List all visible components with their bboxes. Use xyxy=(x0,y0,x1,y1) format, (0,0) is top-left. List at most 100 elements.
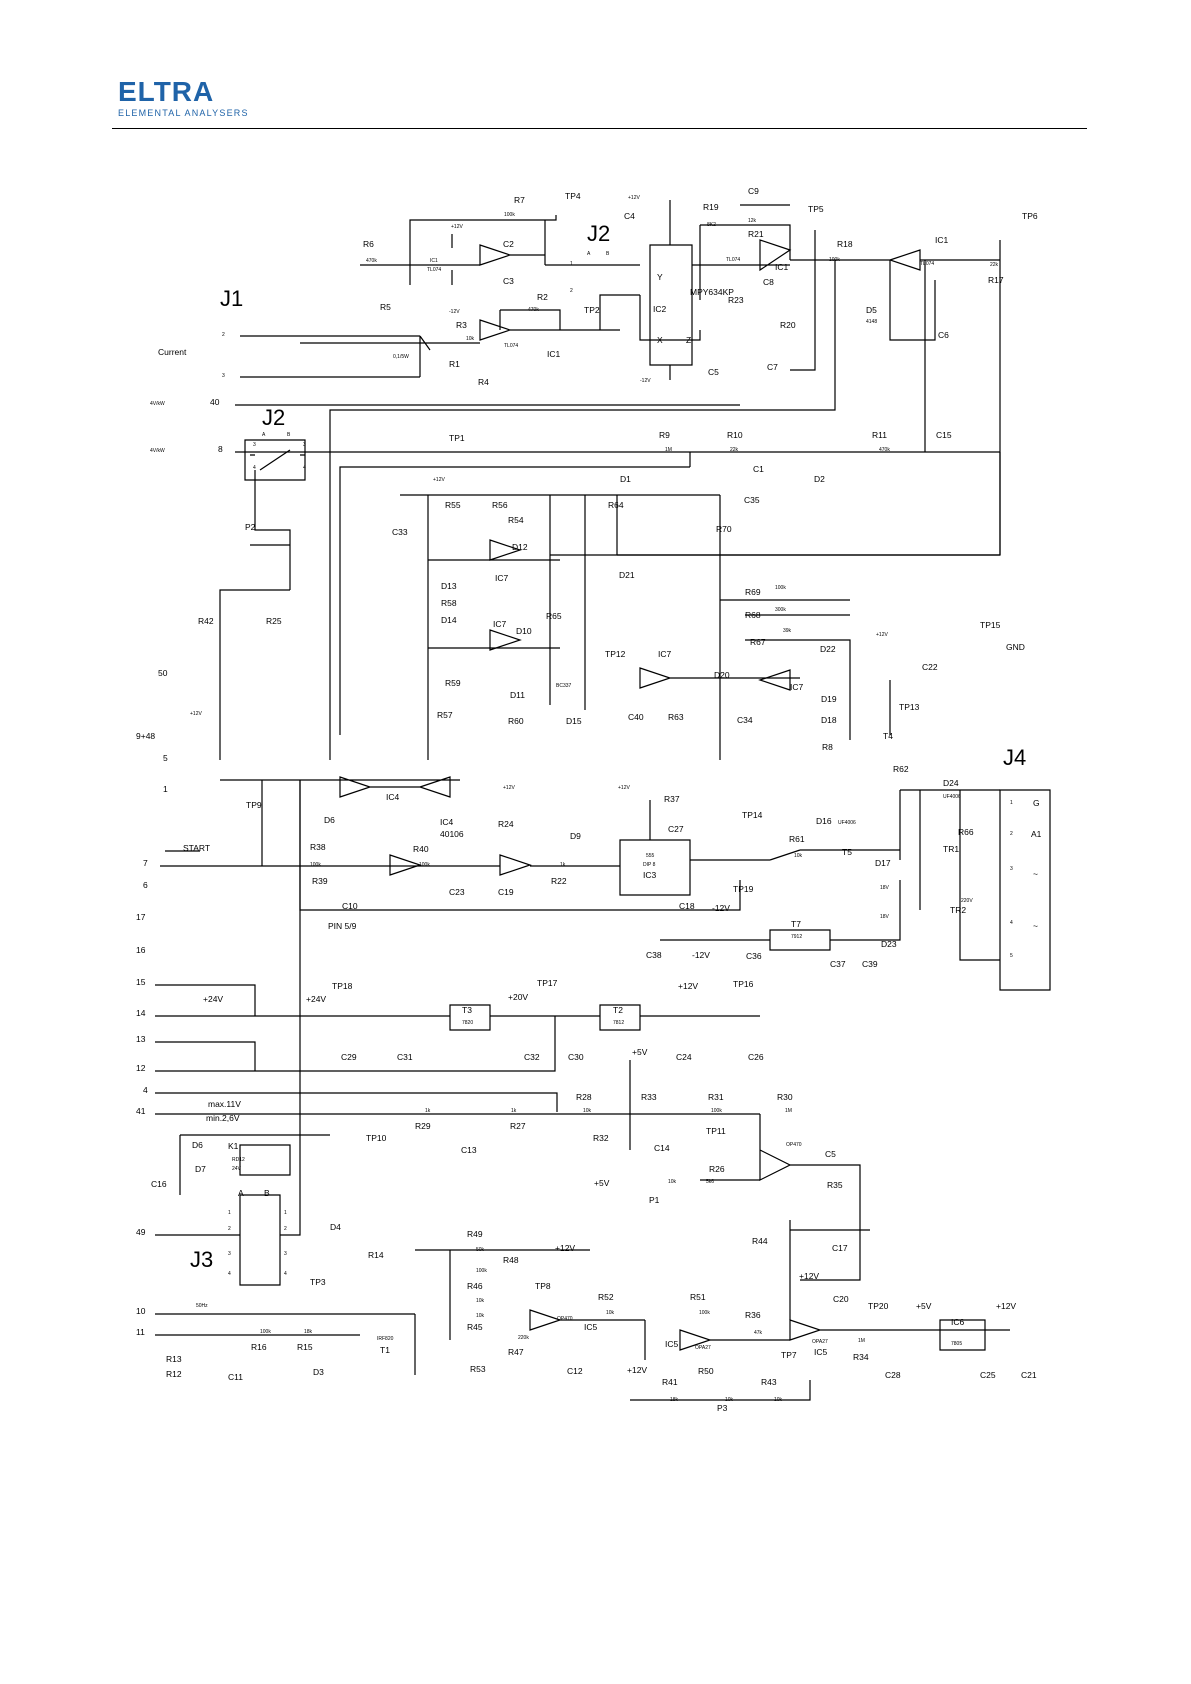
component-label: D6 xyxy=(192,1140,203,1150)
component-label: A xyxy=(238,1188,244,1198)
component-label: Z xyxy=(686,335,691,345)
component-label: R70 xyxy=(716,524,732,534)
component-label: +12V xyxy=(451,224,463,230)
pin-number: 3 xyxy=(284,1251,287,1257)
component-label: TP12 xyxy=(605,649,626,659)
component-label: 100k xyxy=(829,257,840,263)
pin-number: 2 xyxy=(228,1226,231,1232)
component-label: IC3 xyxy=(643,870,657,880)
component-label: 50k xyxy=(476,1247,485,1253)
component-label: 4 xyxy=(143,1085,148,1095)
component-label: TP8 xyxy=(535,1281,551,1291)
component-label: R2 xyxy=(537,292,548,302)
component-label: IC1 xyxy=(775,262,789,272)
component-label: IC7 xyxy=(495,573,509,583)
component-label: 8K2 xyxy=(707,222,716,228)
component-label: 7 xyxy=(143,858,148,868)
component-label: D20 xyxy=(714,670,730,680)
component-label: IC4 xyxy=(440,817,454,827)
pin-number: 1 xyxy=(1010,800,1013,806)
component-label: P1 xyxy=(649,1195,660,1205)
component-label: BC337 xyxy=(556,683,572,689)
component-label: R9 xyxy=(659,430,670,440)
pin-number: A xyxy=(587,251,591,257)
component-label: C3 xyxy=(503,276,514,286)
component-label: IC7 xyxy=(493,619,507,629)
component-label: +5V xyxy=(632,1047,648,1057)
component-label: 18k xyxy=(304,1329,313,1335)
component-label: D23 xyxy=(881,939,897,949)
component-label: R44 xyxy=(752,1236,768,1246)
component-label: 220V xyxy=(961,898,973,904)
component-label: C5 xyxy=(825,1149,836,1159)
component-label: TP11 xyxy=(706,1126,726,1136)
component-label: D6 xyxy=(324,815,335,825)
component-label: D9 xyxy=(570,831,581,841)
component-label: C18 xyxy=(679,901,695,911)
component-label: C28 xyxy=(885,1370,901,1380)
component-label: TL074 xyxy=(504,343,518,349)
component-label: 100k xyxy=(476,1268,487,1274)
component-label: D18 xyxy=(821,715,837,725)
component-label: X xyxy=(657,335,663,345)
component-label: max.11V xyxy=(208,1099,241,1109)
component-label: D17 xyxy=(875,858,891,868)
component-label: MPY634KP xyxy=(690,287,734,297)
component-label: TL074 xyxy=(726,257,740,263)
component-label: R19 xyxy=(703,202,719,212)
connector-label: J2 xyxy=(587,221,610,246)
component-label: T3 xyxy=(462,1005,472,1015)
component-label: R21 xyxy=(748,229,764,239)
component-label: R32 xyxy=(593,1133,609,1143)
pin-number: 2 xyxy=(284,1226,287,1232)
pin-number: 3 xyxy=(303,442,306,448)
component-label: C10 xyxy=(342,901,358,911)
component-label: +12V xyxy=(503,785,515,791)
component-label: 50Hz xyxy=(196,1303,208,1309)
pin-number: 4 xyxy=(303,465,306,471)
component-label: R41 xyxy=(662,1377,678,1387)
component-label: D2 xyxy=(814,474,825,484)
component-label: 470k xyxy=(528,307,539,313)
component-label: C16 xyxy=(151,1179,167,1189)
component-label: 10k xyxy=(725,1397,734,1403)
component-label: TP3 xyxy=(310,1277,326,1287)
connector-label: J1 xyxy=(220,286,243,311)
component-label: R62 xyxy=(893,764,909,774)
component-label: C27 xyxy=(668,824,684,834)
component-label: Y xyxy=(657,272,663,282)
component-label: IC7 xyxy=(790,682,804,692)
component-label: C32 xyxy=(524,1052,540,1062)
component-label: 12k xyxy=(748,218,757,224)
component-label: 9+48 xyxy=(136,731,155,741)
component-label: +12V xyxy=(628,195,640,201)
component-label: TP18 xyxy=(332,981,353,991)
component-label: D10 xyxy=(516,626,532,636)
component-label: 100k xyxy=(699,1310,710,1316)
component-label: IC2 xyxy=(653,304,667,314)
component-label: OP470 xyxy=(557,1316,573,1322)
component-label: 4V/kW xyxy=(150,401,165,407)
component-label: D12 xyxy=(512,542,528,552)
component-label: R40 xyxy=(413,844,429,854)
component-label: C34 xyxy=(737,715,753,725)
component-label: -12V xyxy=(449,309,460,315)
component-label: -12V xyxy=(692,950,710,960)
component-label: 16 xyxy=(136,945,146,955)
component-label: 7912 xyxy=(791,934,802,940)
component-label: 10 xyxy=(136,1306,146,1316)
component-label: 10k xyxy=(583,1108,592,1114)
component-label: +12V xyxy=(996,1301,1016,1311)
component-label: TP16 xyxy=(733,979,754,989)
pin-number: 4 xyxy=(253,465,256,471)
component-label: C9 xyxy=(748,186,759,196)
component-label: C2 xyxy=(503,239,514,249)
component-label: A1 xyxy=(1031,829,1042,839)
component-label: R50 xyxy=(698,1366,714,1376)
component-label: IC6 xyxy=(951,1317,965,1327)
component-label: C40 xyxy=(628,712,644,722)
logo-wordmark: ELTRA xyxy=(118,76,215,107)
component-label: C26 xyxy=(748,1052,764,1062)
component-label: D14 xyxy=(441,615,457,625)
